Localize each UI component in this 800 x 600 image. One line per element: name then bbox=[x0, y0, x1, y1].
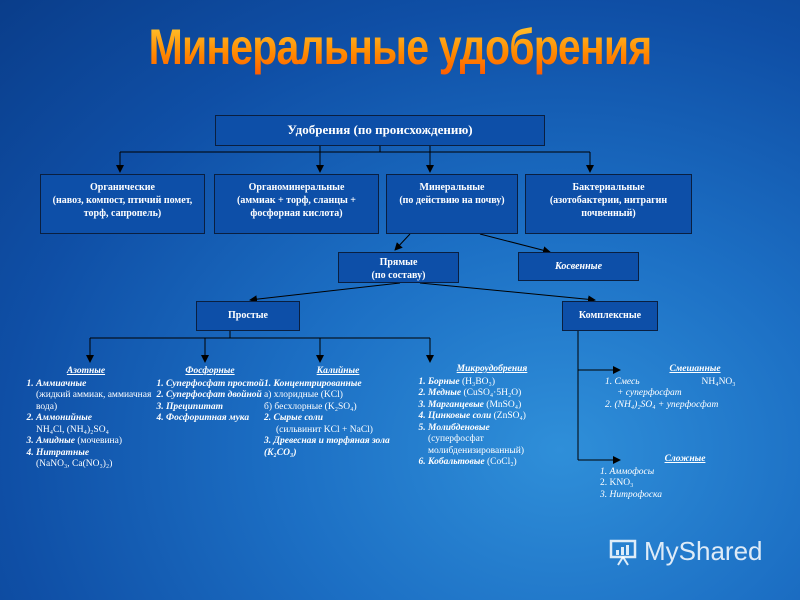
organomineral-title: Органоминеральные bbox=[248, 182, 345, 193]
organomineral-box: Органоминеральные (аммиак + торф, сланцы… bbox=[214, 174, 379, 234]
page-title: Минеральные удобрения bbox=[72, 18, 728, 76]
myshared-logo: MyShared bbox=[608, 536, 763, 567]
compound-line: 3. Нитрофоска bbox=[600, 489, 663, 500]
simple-label: Простые bbox=[228, 310, 268, 321]
mixed-line: 2. (NH₄)₂SO₄ + уперфосфат bbox=[605, 399, 719, 410]
compound-column: Сложные 1. Аммофосы 2. KNO₃ 3. Нитрофоск… bbox=[600, 454, 770, 501]
indirect-label: Косвенные bbox=[554, 261, 603, 272]
potassium-column: Калийные 1. Концентрированные а) хлоридн… bbox=[264, 366, 412, 459]
organomineral-text: (аммиак + торф, сланцы + фосфорная кисло… bbox=[236, 195, 356, 219]
organic-text: (навоз, компост, птичий помет, торф, сап… bbox=[52, 195, 193, 219]
organic-box: Органические (навоз, компост, птичий пом… bbox=[40, 174, 205, 234]
compound-line: 2. KNO₃ bbox=[600, 478, 634, 488]
list-item: Марганцевые (MnSO₄) bbox=[428, 400, 572, 412]
list-item: Фосфоритная мука bbox=[166, 413, 270, 425]
bacterial-text: (азотобактерии, нитрагин почвенный) bbox=[549, 195, 668, 219]
list-item: Аммиачные(жидкий аммиак, аммиачная вода) bbox=[36, 379, 152, 414]
direct-sub: (по составу) bbox=[371, 270, 426, 281]
root-box: Удобрения (по происхождению) bbox=[215, 115, 545, 146]
potassium-line: (сильвинит KCl + NaCl) bbox=[276, 424, 373, 435]
potassium-line: б) бесхлорные (K₂SO₄) bbox=[264, 401, 357, 412]
list-item: Цинковые соли (ZnSO₄) bbox=[428, 411, 572, 423]
list-item: Медные (CuSO₄·5H₂O) bbox=[428, 388, 572, 400]
potassium-line: 3. Древесная и торфяная зола (K₂CO₃) bbox=[264, 436, 390, 458]
mixed-line: + суперфосфат bbox=[617, 388, 682, 398]
direct-title: Прямые bbox=[379, 257, 418, 268]
presentation-icon bbox=[609, 539, 637, 566]
bacterial-title: Бактериальные bbox=[572, 182, 645, 193]
complex-box: Комплексные bbox=[562, 301, 658, 331]
nitrogen-column: Азотные Аммиачные(жидкий аммиак, аммиачн… bbox=[20, 366, 152, 471]
list-item: Преципитат bbox=[166, 402, 270, 414]
logo-text: MyShared bbox=[644, 536, 763, 566]
organic-title: Органические bbox=[89, 182, 155, 193]
phosphorus-header: Фосфорные bbox=[185, 366, 235, 376]
compound-line: 1. Аммофосы bbox=[600, 466, 655, 477]
root-label: Удобрения (по происхождению) bbox=[287, 122, 473, 137]
mineral-box: Минеральные (по действию на почву) bbox=[386, 174, 518, 234]
micro-header: Микроудобрения bbox=[456, 364, 528, 374]
phosphorus-column: Фосфорные Суперфосфат простой Суперфосфа… bbox=[150, 366, 270, 425]
list-item: Амидные (мочевина) bbox=[36, 436, 152, 448]
mineral-text: (по действию на почву) bbox=[399, 195, 505, 206]
potassium-header: Калийные bbox=[316, 366, 360, 376]
direct-box: Прямые (по составу) bbox=[338, 252, 459, 283]
nitrogen-header: Азотные bbox=[66, 366, 106, 376]
indirect-box: Косвенные bbox=[518, 252, 639, 281]
list-item: Суперфосфат двойной bbox=[166, 390, 270, 402]
list-item: Кобальтовые (CoCl₂) bbox=[428, 457, 572, 469]
potassium-line: а) хлоридные (KCl) bbox=[264, 390, 343, 400]
compound-header: Сложные bbox=[664, 454, 706, 464]
mixed-header: Смешанные bbox=[669, 364, 721, 374]
complex-label: Комплексные bbox=[578, 310, 642, 321]
bacterial-box: Бактериальные (азотобактерии, нитрагин п… bbox=[525, 174, 692, 234]
list-item: Молибденовые(суперфосфат молибденизирова… bbox=[428, 423, 572, 458]
list-item: Борные (H₃BO₃) bbox=[428, 377, 572, 389]
simple-box: Простые bbox=[196, 301, 300, 331]
potassium-line: 1. Концентрированные bbox=[264, 378, 362, 389]
micro-column: Микроудобрения Борные (H₃BO₃) Медные (Cu… bbox=[412, 364, 572, 469]
potassium-line: 2. Сырые соли bbox=[264, 413, 324, 423]
list-item: Суперфосфат простой bbox=[166, 379, 270, 391]
mineral-title: Минеральные bbox=[419, 182, 485, 193]
list-item: Нитратные(NaNO₃, Ca(NO₃)₂) bbox=[36, 448, 152, 471]
